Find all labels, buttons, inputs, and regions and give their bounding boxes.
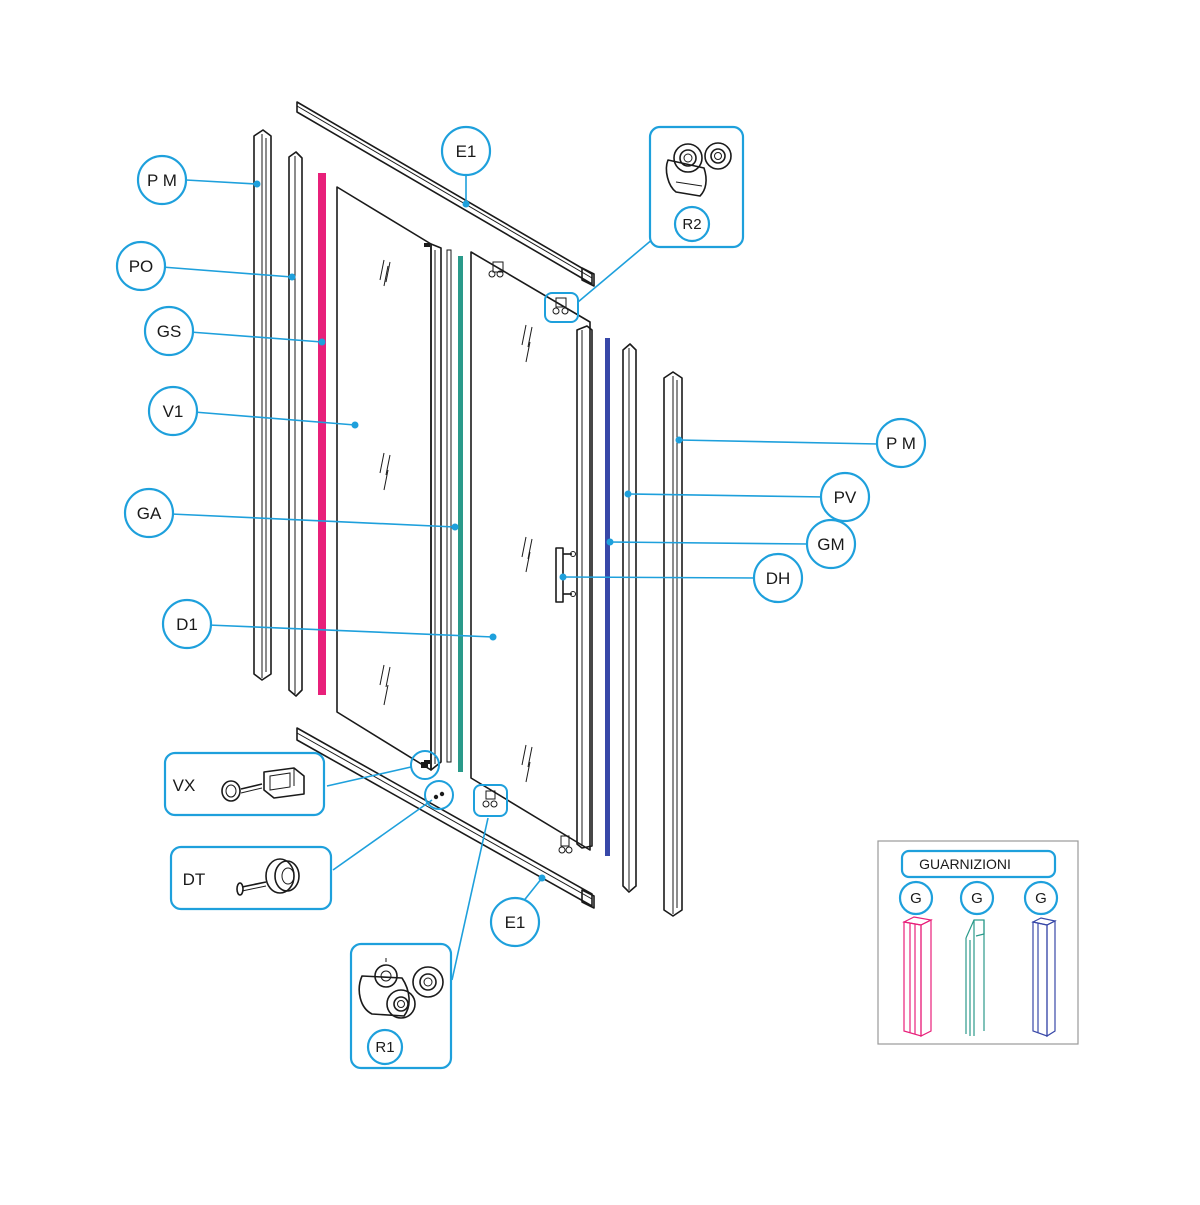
label-ga: GA: [137, 504, 162, 523]
fixed-glass-v1: [336, 186, 442, 771]
callout-pm-left: P M: [136, 154, 188, 206]
detail-box-dt: DT: [169, 845, 333, 911]
roller-r2-icon: [665, 142, 732, 197]
label-v1: V1: [163, 402, 184, 421]
door-bottom-roller-icon: [558, 835, 573, 854]
roller-r2-highlight: [544, 292, 579, 323]
label-d1: D1: [176, 615, 198, 634]
screw-cap-vx-icon: [221, 767, 305, 802]
callout-po: PO: [115, 240, 167, 292]
label-dh: DH: [766, 569, 791, 588]
callout-gm: GM: [805, 518, 857, 570]
gasket-legend: GUARNIZIONI G G G: [877, 840, 1079, 1045]
callout-pm-right: P M: [875, 417, 927, 469]
door-top-roller-icon: [488, 261, 504, 278]
profile-pv: [622, 343, 637, 893]
legend-gasket-teal-icon: [965, 919, 985, 1036]
wall-profile-pm-right: [663, 371, 683, 917]
legend-item-label-1: G: [910, 890, 922, 907]
screw-spacer-dt-icon: [236, 858, 300, 896]
top-rail-e1: [296, 101, 595, 287]
detail-box-vx: VX: [163, 751, 326, 817]
label-pv: PV: [834, 488, 857, 507]
roller-r1-icon: [358, 958, 444, 1019]
detail-box-r1: R1: [349, 942, 453, 1070]
callout-v1: V1: [147, 385, 199, 437]
callout-e1-bottom: E1: [489, 896, 541, 948]
legend-item-label-3: G: [1035, 890, 1047, 907]
label-pm-left: P M: [147, 171, 177, 190]
gasket-gs: [318, 173, 326, 695]
label-r1: R1: [375, 1039, 394, 1056]
callout-pv: PV: [819, 471, 871, 523]
roller-r1-highlight: [473, 784, 508, 817]
label-gm: GM: [817, 535, 844, 554]
leader-lines: [161, 171, 879, 981]
wall-profile-pm-left: [253, 129, 272, 681]
gasket-gm: [605, 338, 610, 856]
vx-highlight: [410, 750, 440, 780]
label-gs: GS: [157, 322, 182, 341]
dt-highlight: [424, 780, 454, 810]
callout-dh: DH: [752, 552, 804, 604]
detail-box-r2: R2: [648, 125, 745, 249]
callout-d1: D1: [161, 598, 213, 650]
sliding-door-d1: [470, 251, 593, 854]
bottom-rail-e1: [296, 727, 595, 909]
callout-e1-top: E1: [440, 125, 492, 177]
label-vx: VX: [173, 776, 196, 795]
legend-item-label-2: G: [971, 890, 983, 907]
legend-gasket-pink-icon: [902, 916, 933, 1037]
label-dt: DT: [183, 870, 206, 889]
callout-gs: GS: [143, 305, 195, 357]
profile-po: [288, 151, 303, 697]
label-e1-bottom: E1: [505, 913, 526, 932]
legend-title: GUARNIZIONI: [919, 856, 1011, 872]
label-pm-right: P M: [886, 434, 916, 453]
gasket-ga: [446, 249, 463, 772]
leader-dots: [253, 180, 683, 882]
label-r2: R2: [682, 216, 701, 233]
label-po: PO: [129, 257, 154, 276]
legend-gasket-blue-icon: [1031, 917, 1057, 1038]
callout-ga: GA: [123, 487, 175, 539]
label-e1-top: E1: [456, 142, 477, 161]
